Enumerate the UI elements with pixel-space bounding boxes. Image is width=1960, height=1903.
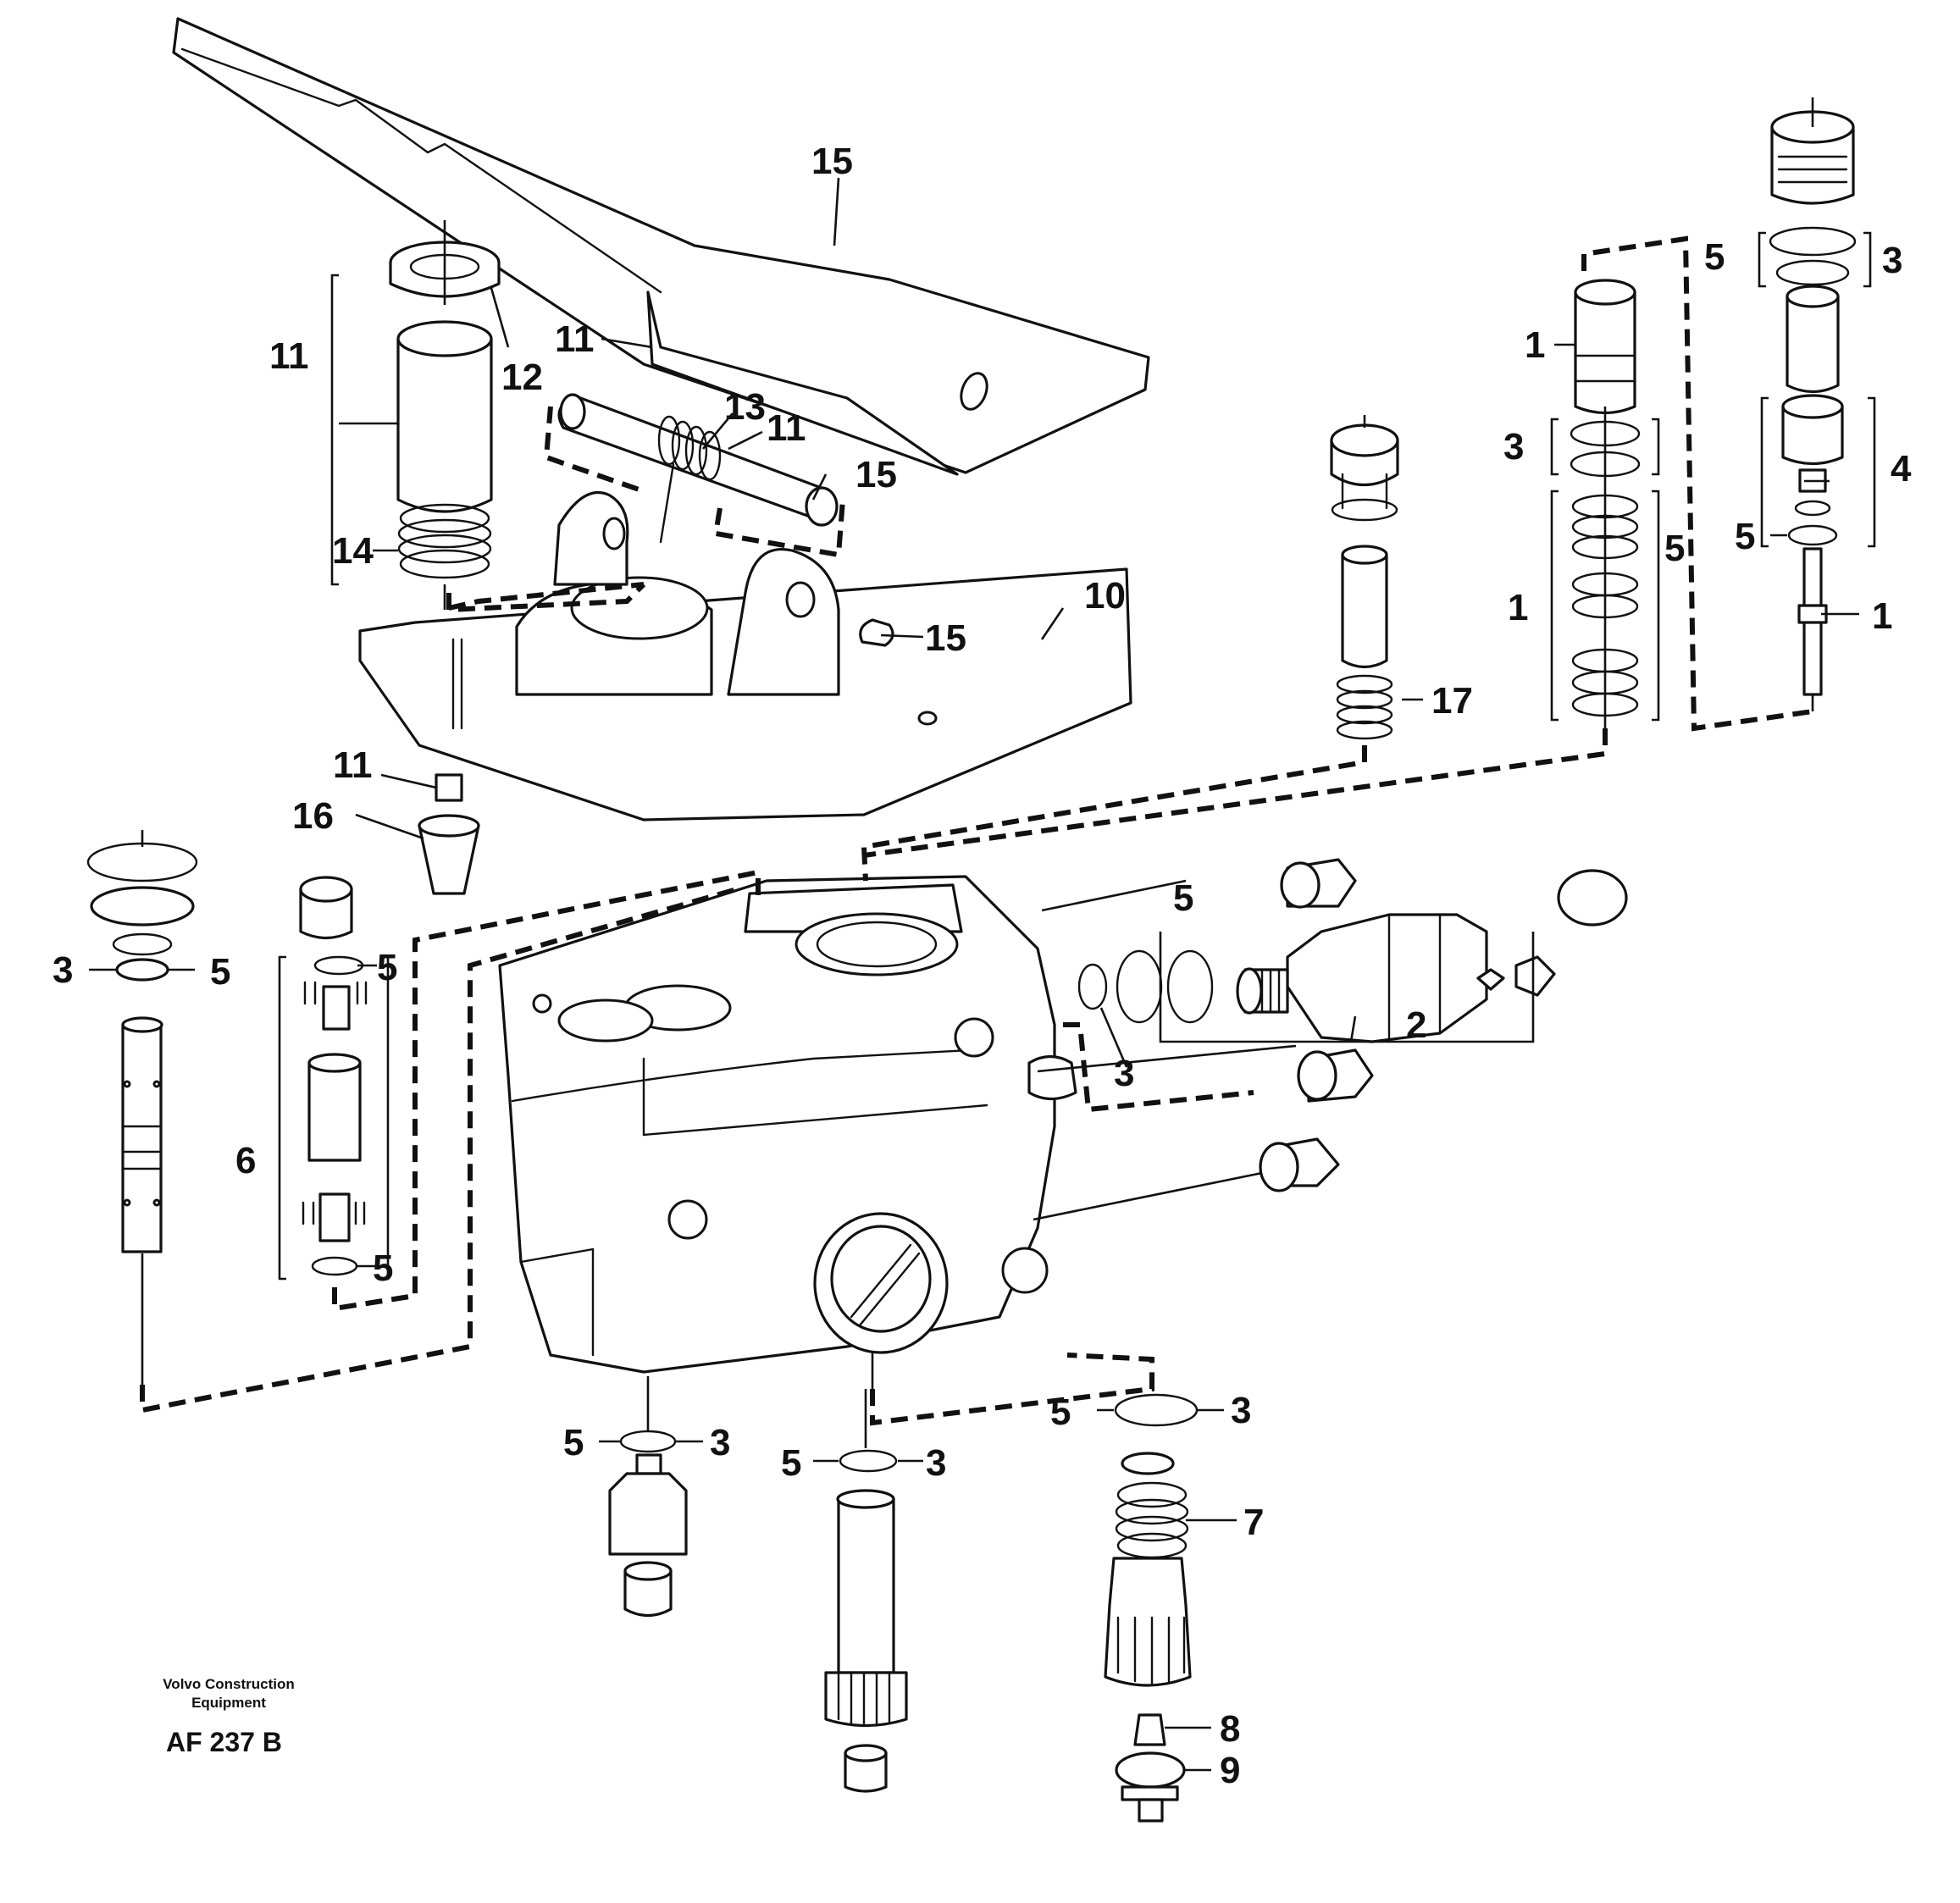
return-spring bbox=[397, 503, 492, 579]
torsion-spring bbox=[657, 415, 722, 544]
side-valve bbox=[1033, 858, 1628, 1221]
callout-5: 5 bbox=[1173, 877, 1193, 919]
pipe-routes bbox=[140, 235, 1813, 1426]
mid-seal-stack bbox=[1570, 279, 1641, 728]
callout-17: 17 bbox=[1431, 680, 1473, 722]
callout-labels: 15 11 11 12 14 13 11 15 15 10 11 16 17 1… bbox=[53, 141, 1912, 1791]
callout-5: 5 bbox=[210, 951, 230, 993]
valve-housing bbox=[498, 875, 1077, 1389]
callout-15: 15 bbox=[811, 141, 853, 182]
figure-credit: Volvo Construction Equipment AF 237 B bbox=[163, 1676, 295, 1757]
callout-3: 3 bbox=[1231, 1390, 1251, 1431]
callout-1: 1 bbox=[1525, 324, 1545, 366]
callout-11: 11 bbox=[555, 318, 595, 360]
callout-7: 7 bbox=[1243, 1502, 1264, 1543]
mounting-bracket bbox=[358, 491, 1132, 821]
pedal bbox=[172, 17, 1150, 476]
left-check-stack bbox=[299, 876, 368, 1276]
callout-5: 5 bbox=[563, 1422, 584, 1463]
bottom-tube bbox=[824, 1389, 908, 1793]
bottom-fitting-1 bbox=[608, 1376, 688, 1618]
callout-14: 14 bbox=[332, 530, 374, 572]
retaining-clip bbox=[859, 618, 894, 647]
callout-16: 16 bbox=[292, 795, 334, 837]
callout-3: 3 bbox=[1114, 1053, 1134, 1094]
callout-1: 1 bbox=[1508, 587, 1528, 628]
callout-5: 5 bbox=[1735, 516, 1755, 557]
left-spool bbox=[86, 830, 198, 1385]
callout-3: 3 bbox=[710, 1422, 730, 1463]
pivot-pin bbox=[543, 393, 845, 558]
adjuster-knob bbox=[813, 1212, 949, 1354]
callout-3: 3 bbox=[1503, 426, 1524, 467]
middle-spool-group bbox=[1330, 415, 1399, 740]
bottom-relief-valve bbox=[1104, 1393, 1199, 1823]
callout-11: 11 bbox=[333, 744, 373, 786]
callout-5: 5 bbox=[1664, 528, 1685, 569]
callout-13: 13 bbox=[724, 386, 766, 428]
callout-5: 5 bbox=[373, 1247, 393, 1289]
figure-id: AF 237 B bbox=[166, 1727, 282, 1757]
relief-spring bbox=[1115, 1481, 1189, 1559]
callout-12: 12 bbox=[501, 357, 543, 398]
callout-4: 4 bbox=[1891, 448, 1912, 490]
callout-15: 15 bbox=[855, 454, 897, 495]
callout-3: 3 bbox=[53, 949, 73, 991]
callout-3: 3 bbox=[1882, 240, 1902, 281]
leader-lines bbox=[89, 177, 1859, 1772]
callout-5: 5 bbox=[1050, 1391, 1071, 1433]
group-brackets bbox=[278, 231, 1876, 1281]
callout-1: 1 bbox=[1872, 595, 1892, 637]
stud-and-boot bbox=[418, 773, 480, 895]
credit-line-1: Volvo Construction bbox=[163, 1676, 295, 1692]
callout-5: 5 bbox=[1704, 236, 1725, 278]
callout-9: 9 bbox=[1220, 1750, 1240, 1791]
callout-5: 5 bbox=[377, 947, 397, 988]
callout-8: 8 bbox=[1220, 1708, 1240, 1750]
callout-3: 3 bbox=[926, 1442, 946, 1484]
callout-2: 2 bbox=[1406, 1004, 1426, 1046]
callout-15: 15 bbox=[925, 617, 966, 659]
callout-5: 5 bbox=[781, 1442, 801, 1484]
callout-11: 11 bbox=[767, 407, 806, 449]
credit-line-2: Equipment bbox=[191, 1695, 266, 1711]
callout-11: 11 bbox=[269, 335, 309, 377]
callout-10: 10 bbox=[1084, 575, 1126, 617]
plunger-group bbox=[389, 220, 501, 610]
callout-6: 6 bbox=[235, 1140, 256, 1181]
right-plunger-stack bbox=[1769, 97, 1857, 711]
